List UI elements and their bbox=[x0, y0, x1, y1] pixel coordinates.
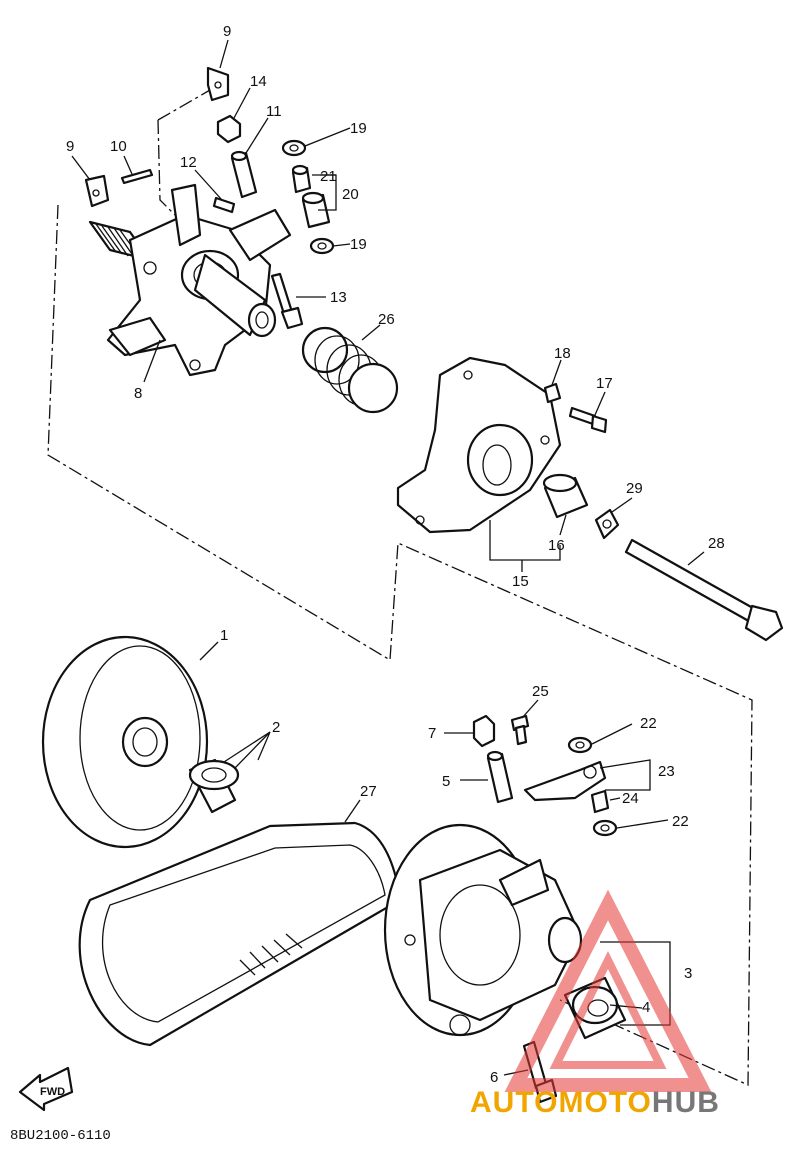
callout-3: 3 bbox=[684, 965, 692, 982]
callout-21: 21 bbox=[320, 168, 337, 185]
washer-18 bbox=[543, 382, 562, 404]
bolt-12 bbox=[212, 196, 236, 214]
fwd-arrow-icon: FWD bbox=[18, 1066, 74, 1112]
callout-6: 6 bbox=[490, 1069, 498, 1086]
assembly-boundary-lines bbox=[47, 89, 753, 1087]
callout-24: 24 bbox=[622, 790, 639, 807]
fixed-sheave-1 bbox=[41, 635, 209, 849]
screw-25 bbox=[510, 714, 530, 746]
slider-9-top bbox=[206, 66, 230, 102]
callout-22-top: 22 bbox=[640, 715, 657, 732]
callout-7: 7 bbox=[428, 725, 436, 742]
nut-14 bbox=[216, 114, 242, 144]
watermark-hub: HUB bbox=[651, 1086, 720, 1119]
callout-20: 20 bbox=[342, 186, 359, 203]
roller-21 bbox=[291, 164, 312, 194]
callout-19-top: 19 bbox=[350, 120, 367, 137]
fwd-label: FWD bbox=[40, 1086, 65, 1098]
roller-arm-23 bbox=[523, 760, 607, 802]
callout-18: 18 bbox=[554, 345, 571, 362]
pin-10 bbox=[120, 168, 154, 185]
callout-11: 11 bbox=[266, 103, 282, 120]
callout-4: 4 bbox=[642, 999, 650, 1016]
callout-26: 26 bbox=[378, 311, 395, 328]
callout-5: 5 bbox=[442, 773, 450, 790]
slider-9-left bbox=[84, 174, 110, 208]
watermark-text: AUTOMOTOHUB bbox=[470, 1086, 720, 1120]
callout-1: 1 bbox=[220, 627, 228, 644]
washer-22-top bbox=[567, 736, 593, 754]
movable-sheave-3 bbox=[383, 823, 583, 1037]
nut-7 bbox=[472, 714, 496, 748]
callout-27: 27 bbox=[360, 783, 377, 800]
bolt-17 bbox=[568, 406, 608, 434]
callout-22-bottom: 22 bbox=[672, 813, 689, 830]
callout-17: 17 bbox=[596, 375, 613, 392]
diagram-code: 8BU2100-6110 bbox=[10, 1128, 111, 1144]
spring-26 bbox=[301, 326, 399, 414]
washer-29 bbox=[594, 508, 620, 540]
watermark-auto: AUTO bbox=[470, 1086, 559, 1119]
v-belt-27 bbox=[78, 821, 402, 1047]
callout-25: 25 bbox=[532, 683, 549, 700]
bolt-28 bbox=[624, 538, 784, 642]
callout-28: 28 bbox=[708, 535, 725, 552]
callout-16: 16 bbox=[548, 537, 565, 554]
callout-labels: 9 14 11 19 21 20 19 13 26 9 10 12 8 18 1… bbox=[66, 23, 725, 1086]
callout-13: 13 bbox=[330, 289, 347, 306]
callout-2: 2 bbox=[272, 719, 280, 736]
callout-12: 12 bbox=[180, 154, 197, 171]
callout-8: 8 bbox=[134, 385, 142, 402]
washer-22-bottom bbox=[592, 819, 618, 837]
callout-15: 15 bbox=[512, 573, 529, 590]
roller-20 bbox=[301, 191, 331, 229]
bushing-16 bbox=[542, 473, 589, 519]
spider-cover-15 bbox=[396, 356, 562, 534]
bushing-2 bbox=[188, 758, 240, 814]
collar-11 bbox=[230, 150, 258, 199]
callout-23: 23 bbox=[658, 763, 675, 780]
roller-24 bbox=[590, 789, 610, 814]
callout-9-left: 9 bbox=[66, 138, 74, 155]
collar-5 bbox=[486, 750, 514, 804]
callout-29: 29 bbox=[626, 480, 643, 497]
callout-19-bottom: 19 bbox=[350, 236, 367, 253]
washer-19-top bbox=[281, 139, 307, 157]
callout-9-top: 9 bbox=[223, 23, 231, 40]
bolt-13 bbox=[270, 272, 304, 330]
watermark-moto: MOTO bbox=[558, 1086, 652, 1119]
watermark-logo-icon bbox=[504, 889, 712, 1092]
primary-sheave-spider-8 bbox=[88, 183, 292, 377]
callout-14: 14 bbox=[250, 73, 267, 90]
callout-10: 10 bbox=[110, 138, 127, 155]
washer-19-bottom bbox=[309, 237, 335, 255]
